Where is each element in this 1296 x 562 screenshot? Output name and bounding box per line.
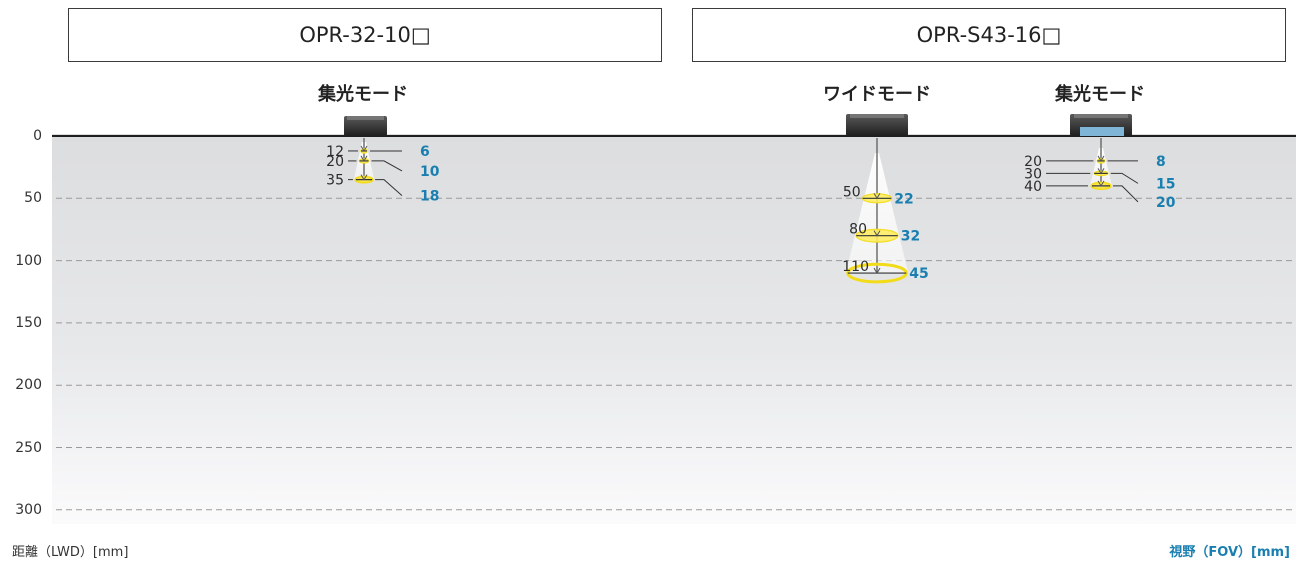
working-distance-label: 110 bbox=[842, 259, 869, 275]
working-distance-label: 40 bbox=[1024, 179, 1042, 195]
diagram-background bbox=[52, 134, 1296, 524]
distance-arrowhead bbox=[360, 145, 368, 152]
fov-value-label: 18 bbox=[420, 189, 439, 205]
distance-arrowhead bbox=[873, 193, 881, 200]
tick-label: 300 bbox=[15, 501, 42, 518]
fov-leader-line bbox=[1113, 185, 1139, 203]
mode-label-spot-left: 集光モード bbox=[318, 84, 408, 105]
working-distance-label: 50 bbox=[843, 184, 861, 200]
tick-label: 200 bbox=[15, 377, 42, 394]
fov-value-label: 45 bbox=[909, 266, 928, 282]
distance-arrowhead bbox=[873, 230, 881, 237]
model-title-left: OPR-32-10□ bbox=[299, 23, 431, 47]
model-header-opr-s43-16: OPR-S43-16□ bbox=[692, 8, 1286, 62]
fov-value-label: 22 bbox=[894, 191, 913, 207]
distance-arrowhead bbox=[360, 174, 368, 181]
tick-label: 50 bbox=[24, 190, 42, 207]
working-distance-label: 20 bbox=[1024, 154, 1042, 170]
fov-value-label: 6 bbox=[420, 144, 430, 160]
tick-label: 250 bbox=[15, 439, 42, 456]
distance-arrowhead bbox=[360, 155, 368, 162]
fov-axis-caption: 視野（FOV）[mm] bbox=[1169, 545, 1290, 560]
tick-label: 150 bbox=[15, 314, 42, 331]
working-distance-label: 12 bbox=[326, 144, 344, 160]
fov-leader-line bbox=[371, 160, 403, 172]
model-header-opr-32-10: OPR-32-10□ bbox=[68, 8, 662, 62]
model-title-right: OPR-S43-16□ bbox=[916, 23, 1062, 47]
working-distance-label: 30 bbox=[1024, 166, 1042, 182]
distance-arrowhead bbox=[873, 267, 881, 275]
working-distance-label: 80 bbox=[849, 222, 867, 238]
fov-leader-line bbox=[1110, 172, 1139, 184]
light-head-opr-s43-spot bbox=[1070, 114, 1132, 136]
distance-arrowhead bbox=[1097, 168, 1105, 175]
tick-label: 100 bbox=[15, 252, 42, 269]
fov-value-label: 10 bbox=[420, 164, 440, 180]
working-distance-label: 35 bbox=[326, 173, 344, 189]
light-head-opr-32 bbox=[344, 116, 387, 136]
mode-label-wide: ワイドモード bbox=[823, 84, 931, 105]
mode-label-spot-right: 集光モード bbox=[1055, 84, 1145, 105]
fov-value-label: 20 bbox=[1156, 195, 1176, 211]
tick-label: 0 bbox=[33, 128, 42, 144]
fov-leader-line bbox=[375, 179, 403, 196]
working-distance-label: 20 bbox=[326, 154, 344, 170]
distance-arrowhead bbox=[1097, 180, 1105, 187]
distance-arrowhead bbox=[1097, 155, 1105, 162]
fov-value-label: 32 bbox=[901, 229, 920, 245]
light-head-opr-s43-wide bbox=[846, 114, 908, 136]
distance-axis-caption: 距離（LWD）[mm] bbox=[12, 545, 129, 560]
fov-value-label: 8 bbox=[1156, 154, 1166, 170]
fov-value-label: 15 bbox=[1156, 176, 1175, 192]
